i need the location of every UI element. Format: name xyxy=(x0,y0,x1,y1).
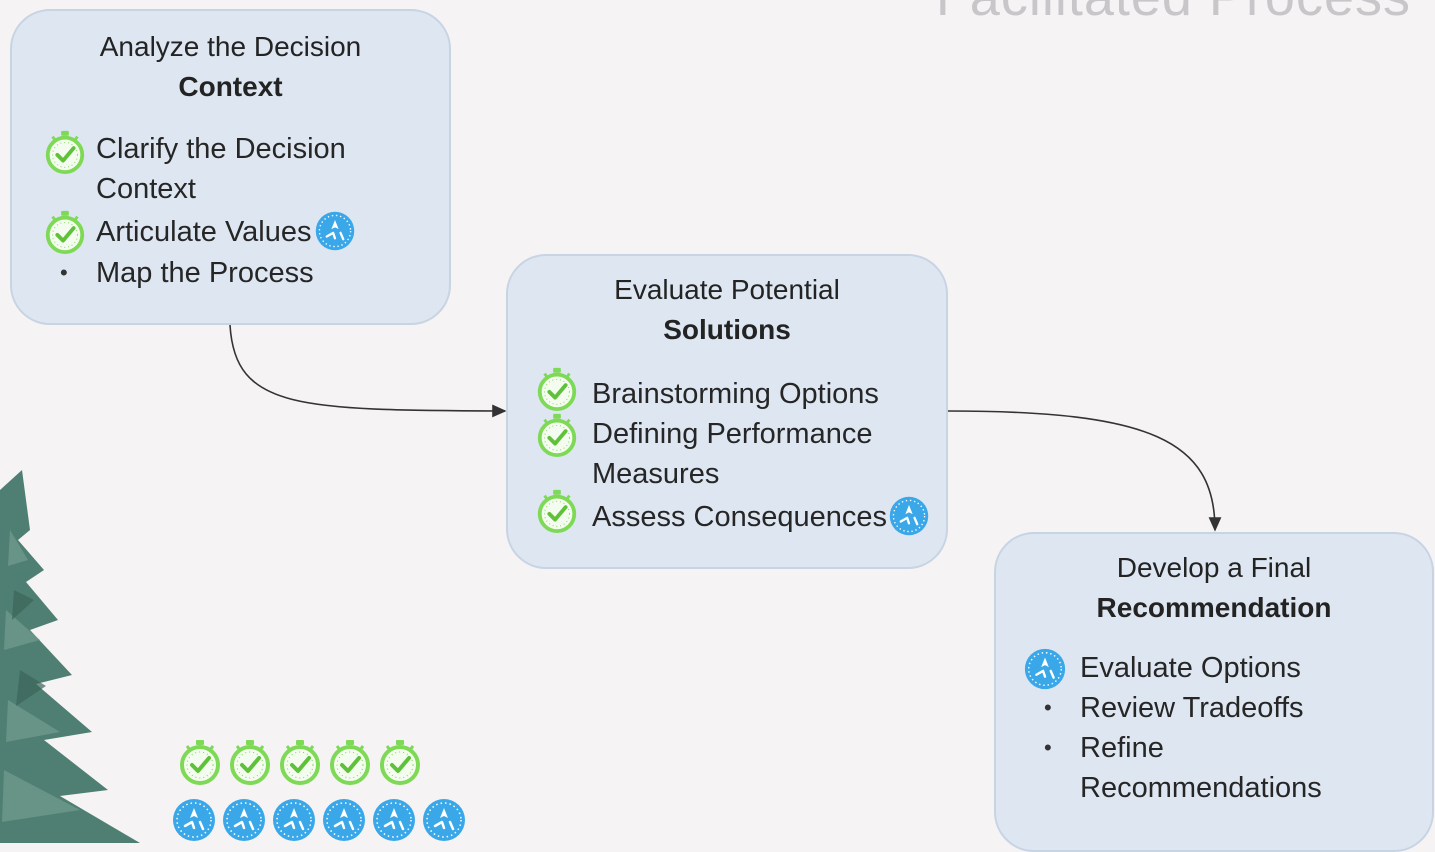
compass-icon xyxy=(170,796,218,844)
item-label: Map the Process xyxy=(96,257,314,289)
card-title-line2: Solutions xyxy=(663,314,791,345)
card-item-list: Evaluate Options • Review Tradeoffs • Re… xyxy=(996,648,1432,808)
check-stopwatch-icon xyxy=(176,738,224,786)
compass-icon xyxy=(887,494,931,538)
card-evaluate-solutions: Evaluate Potential Solutions Brainstormi… xyxy=(506,254,948,569)
list-item: Defining Performance Measures xyxy=(508,414,946,494)
check-stopwatch-icon xyxy=(326,738,374,786)
list-item: Articulate Values xyxy=(12,209,449,253)
check-stopwatch-icon xyxy=(534,366,580,412)
compass-icon xyxy=(320,796,368,844)
card-item-list: Brainstorming Options Defining Performan… xyxy=(508,374,946,538)
check-stopwatch-icon xyxy=(42,209,88,255)
check-stopwatch-icon xyxy=(534,488,580,534)
item-label: Clarify the Decision Context xyxy=(96,133,346,205)
check-stopwatch-icon xyxy=(534,412,580,458)
bullet-icon: • xyxy=(60,260,68,285)
list-item: Brainstorming Options xyxy=(508,374,946,414)
icon-legend xyxy=(170,738,470,844)
list-item: • Map the Process xyxy=(12,253,449,293)
card-title-line2: Recommendation xyxy=(1096,592,1332,623)
list-item: Clarify the Decision Context xyxy=(12,129,449,209)
page-title: Facilitated Process xyxy=(936,0,1411,28)
check-stopwatch-icon xyxy=(226,738,274,786)
card-title-line1: Evaluate Potential xyxy=(614,274,840,305)
item-label: Review Tradeoffs xyxy=(1080,692,1304,724)
item-label: Evaluate Options xyxy=(1080,652,1301,684)
card-title-line2: Context xyxy=(178,71,283,102)
list-item: Evaluate Options xyxy=(996,648,1432,688)
list-item: • Refine Recommendations xyxy=(996,728,1432,808)
compass-icon xyxy=(370,796,418,844)
card-title: Analyze the Decision Context xyxy=(12,27,449,107)
item-label: Refine Recommendations xyxy=(1080,732,1322,804)
compass-icon xyxy=(270,796,318,844)
list-item: • Review Tradeoffs xyxy=(996,688,1432,728)
item-label: Defining Performance Measures xyxy=(592,418,873,490)
compass-icon xyxy=(313,209,357,253)
card-title-line1: Develop a Final xyxy=(1116,552,1312,583)
item-label: Assess Consequences xyxy=(592,501,887,533)
compass-icon xyxy=(220,796,268,844)
card-title: Evaluate Potential Solutions xyxy=(508,270,946,350)
card-title: Develop a Final Recommendation xyxy=(996,548,1432,628)
compass-icon xyxy=(1022,646,1068,692)
check-stopwatch-icon xyxy=(376,738,424,786)
item-label: Brainstorming Options xyxy=(592,378,879,410)
item-label: Articulate Values xyxy=(96,216,312,248)
card-item-list: Clarify the Decision Context Articulate … xyxy=(12,129,449,293)
card-analyze-context: Analyze the Decision Context Clarify the… xyxy=(10,9,451,325)
card-final-recommendation: Develop a Final Recommendation Evaluate … xyxy=(994,532,1434,852)
bullet-icon: • xyxy=(1044,735,1052,760)
compass-icon xyxy=(420,796,468,844)
evergreen-tree-illustration xyxy=(0,470,140,843)
compass-row xyxy=(170,796,470,844)
check-stopwatch-icon xyxy=(276,738,324,786)
connector-1-to-2 xyxy=(229,324,507,418)
check-stopwatch-row xyxy=(170,738,470,786)
check-stopwatch-icon xyxy=(42,129,88,175)
bullet-icon: • xyxy=(1044,695,1052,720)
list-item: Assess Consequences xyxy=(508,494,946,538)
connector-2-to-3 xyxy=(947,410,1222,532)
card-title-line1: Analyze the Decision xyxy=(99,31,362,62)
